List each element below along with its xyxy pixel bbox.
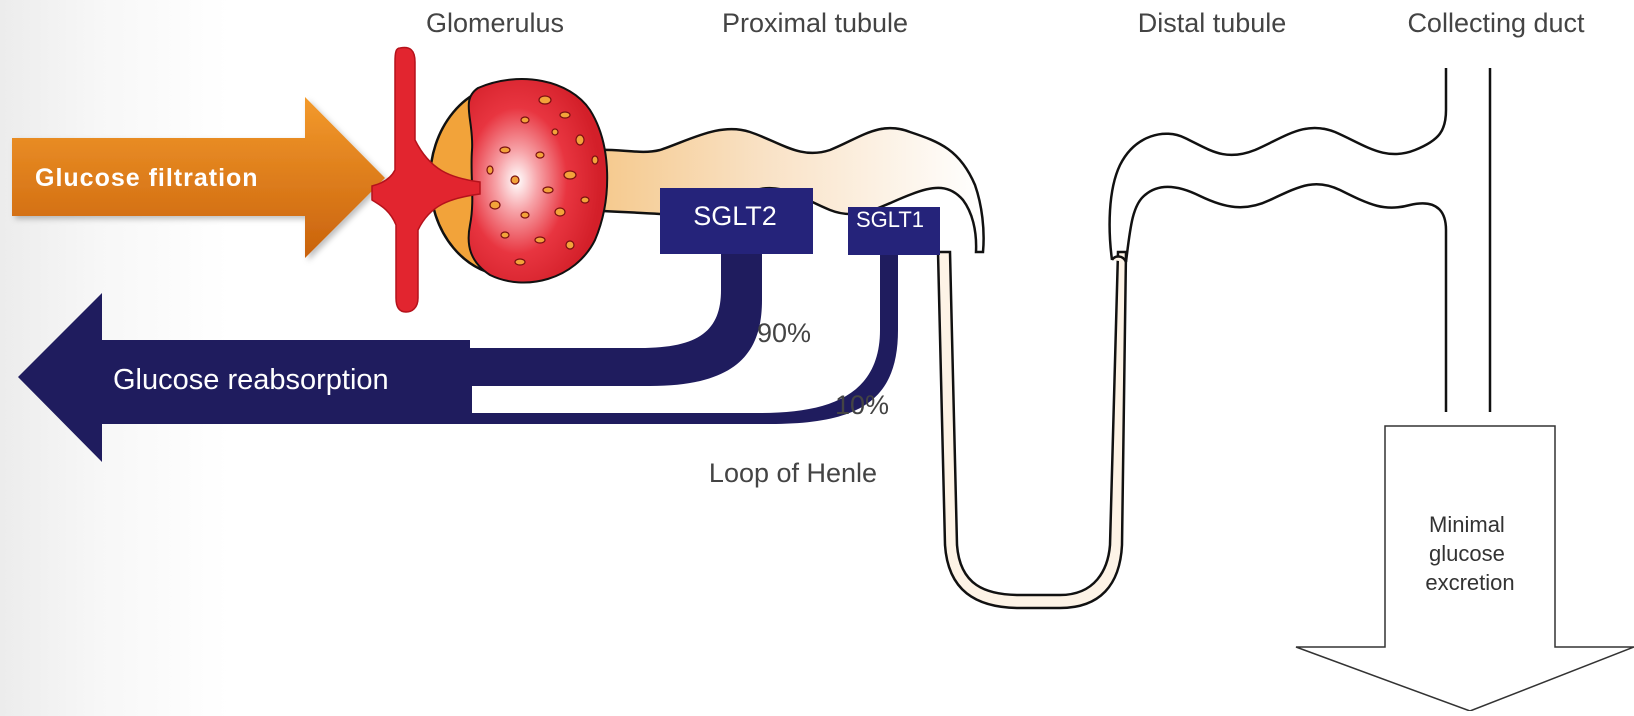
sglt1-percentage: 10% — [835, 390, 889, 420]
sglt2-transporter: SGLT2 — [660, 188, 813, 254]
loop-of-henle — [938, 252, 1126, 608]
glucose-excretion-arrow: Minimal glucose excretion — [1296, 426, 1634, 711]
sglt2-label: SGLT2 — [693, 201, 777, 231]
loop-of-henle-label: Loop of Henle — [709, 458, 877, 488]
svg-text:Minimal glucose ex: Minimal glucose excretion — [1425, 512, 1514, 595]
excretion-label-line1: Minimal — [1429, 512, 1505, 537]
proximal-tubule-label: Proximal tubule — [722, 8, 908, 38]
collecting-duct-label: Collecting duct — [1407, 8, 1585, 38]
glomerulus — [372, 48, 607, 312]
distal-tubule — [1110, 68, 1446, 412]
glucose-filtration-label: Glucose filtration — [35, 164, 259, 192]
afferent-arteriole — [372, 48, 480, 312]
sglt2-percentage: 90% — [757, 318, 811, 348]
excretion-label-line3: excretion — [1425, 570, 1514, 595]
sglt1-transporter: SGLT1 — [848, 207, 940, 255]
glomerulus-label: Glomerulus — [426, 8, 564, 38]
sglt1-label: SGLT1 — [856, 207, 924, 232]
excretion-label-line2: glucose — [1429, 541, 1505, 566]
glucose-reabsorption-label: Glucose reabsorption — [113, 364, 389, 396]
glucose-reabsorption-arrow: Glucose reabsorption — [18, 250, 898, 462]
glucose-filtration-arrow: Glucose filtration — [12, 97, 385, 258]
distal-tubule-label: Distal tubule — [1138, 8, 1287, 38]
